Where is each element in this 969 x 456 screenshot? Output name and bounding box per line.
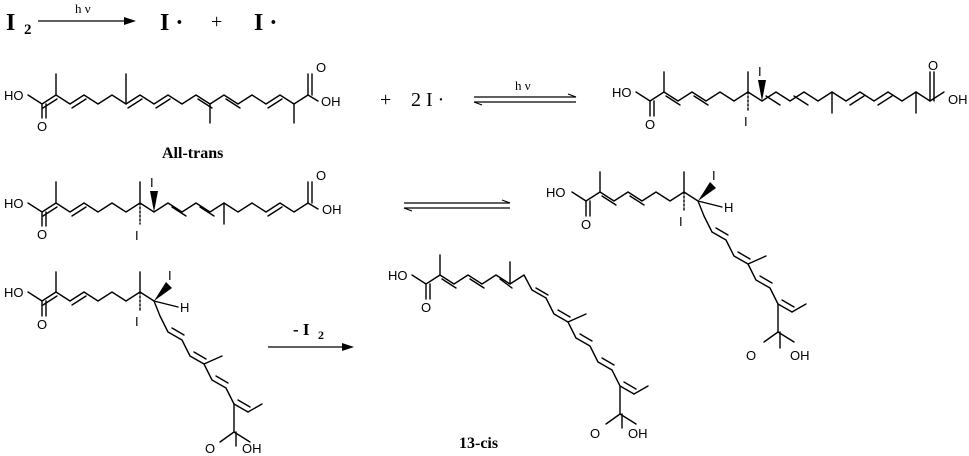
molecule-13-cis: HO O O OH (388, 254, 649, 441)
molecule-diiodo-intermediate-1: HO O I I O OH (612, 58, 968, 132)
oxygen-label: O (316, 168, 326, 183)
elimination-label-subscript: 2 (318, 328, 324, 342)
molecule-rotated-intermediate-2: HO O I I H O OH (4, 268, 263, 456)
iodine-label: I (758, 64, 762, 79)
13-cis-label: 13-cis (459, 435, 498, 452)
iodine-label: I (679, 214, 683, 229)
equilibrium-arrow-2 (403, 199, 511, 212)
oxygen-label: O (37, 119, 47, 134)
oxygen-label: O (421, 300, 431, 315)
photolysis-condition: h ν (75, 1, 91, 16)
reactant-iodine-subscript: 2 (24, 22, 32, 38)
oxygen-label: O (316, 60, 326, 75)
hydroxyl-label: HO (612, 85, 632, 100)
oxygen-label: O (205, 441, 215, 456)
equilibrium-condition: h ν (515, 78, 531, 93)
photolysis-arrow-head (124, 17, 136, 25)
hydroxyl-label: HO (4, 196, 24, 211)
iodine-radical-1: I · (160, 10, 183, 36)
oxygen-label: O (37, 317, 47, 332)
iodine-label: I (150, 175, 154, 190)
hydroxyl-label: OH (242, 441, 262, 456)
hydroxyl-label: HO (546, 185, 566, 200)
iodine-label: I (744, 114, 748, 129)
molecule-all-trans: HO O O OH (4, 60, 341, 134)
iodine-label: I (135, 228, 139, 243)
reactant-iodine-symbol: I (6, 10, 15, 36)
oxygen-label: O (37, 227, 47, 242)
molecule-diiodo-intermediate-2: HO O I I O OH (4, 168, 342, 243)
hydroxyl-label: OH (790, 348, 810, 363)
iodine-radical-reagent: 2 I · (411, 89, 444, 111)
hydroxyl-label: HO (4, 88, 24, 103)
plus-sign-1: + (211, 11, 222, 33)
elimination-label: - I (293, 320, 310, 339)
oxygen-label: O (590, 426, 600, 441)
hydroxyl-label: OH (321, 94, 341, 109)
hydrogen-label: H (724, 200, 733, 215)
all-trans-label: All-trans (162, 145, 223, 162)
hydroxyl-label: OH (322, 202, 342, 217)
iodine-label: I (135, 314, 139, 329)
elimination-arrow-head (342, 343, 354, 351)
hydroxyl-label: OH (948, 92, 968, 107)
hydroxyl-label: OH (628, 426, 648, 441)
molecule-rotated-intermediate-1: HO O I I H O OH (546, 168, 810, 363)
iodine-label: I (168, 268, 172, 283)
hydroxyl-label: HO (4, 285, 24, 300)
iodine-radical-2: I · (254, 10, 277, 36)
equilibrium-arrow-1 (473, 93, 577, 106)
iodine-label: I (712, 168, 716, 183)
oxygen-label: O (928, 58, 938, 73)
hydroxyl-label: HO (388, 268, 408, 283)
oxygen-label: O (581, 217, 591, 232)
oxygen-label: O (645, 117, 655, 132)
oxygen-label: O (746, 348, 756, 363)
hydrogen-label: H (180, 300, 189, 315)
plus-sign-2: + (380, 89, 391, 111)
